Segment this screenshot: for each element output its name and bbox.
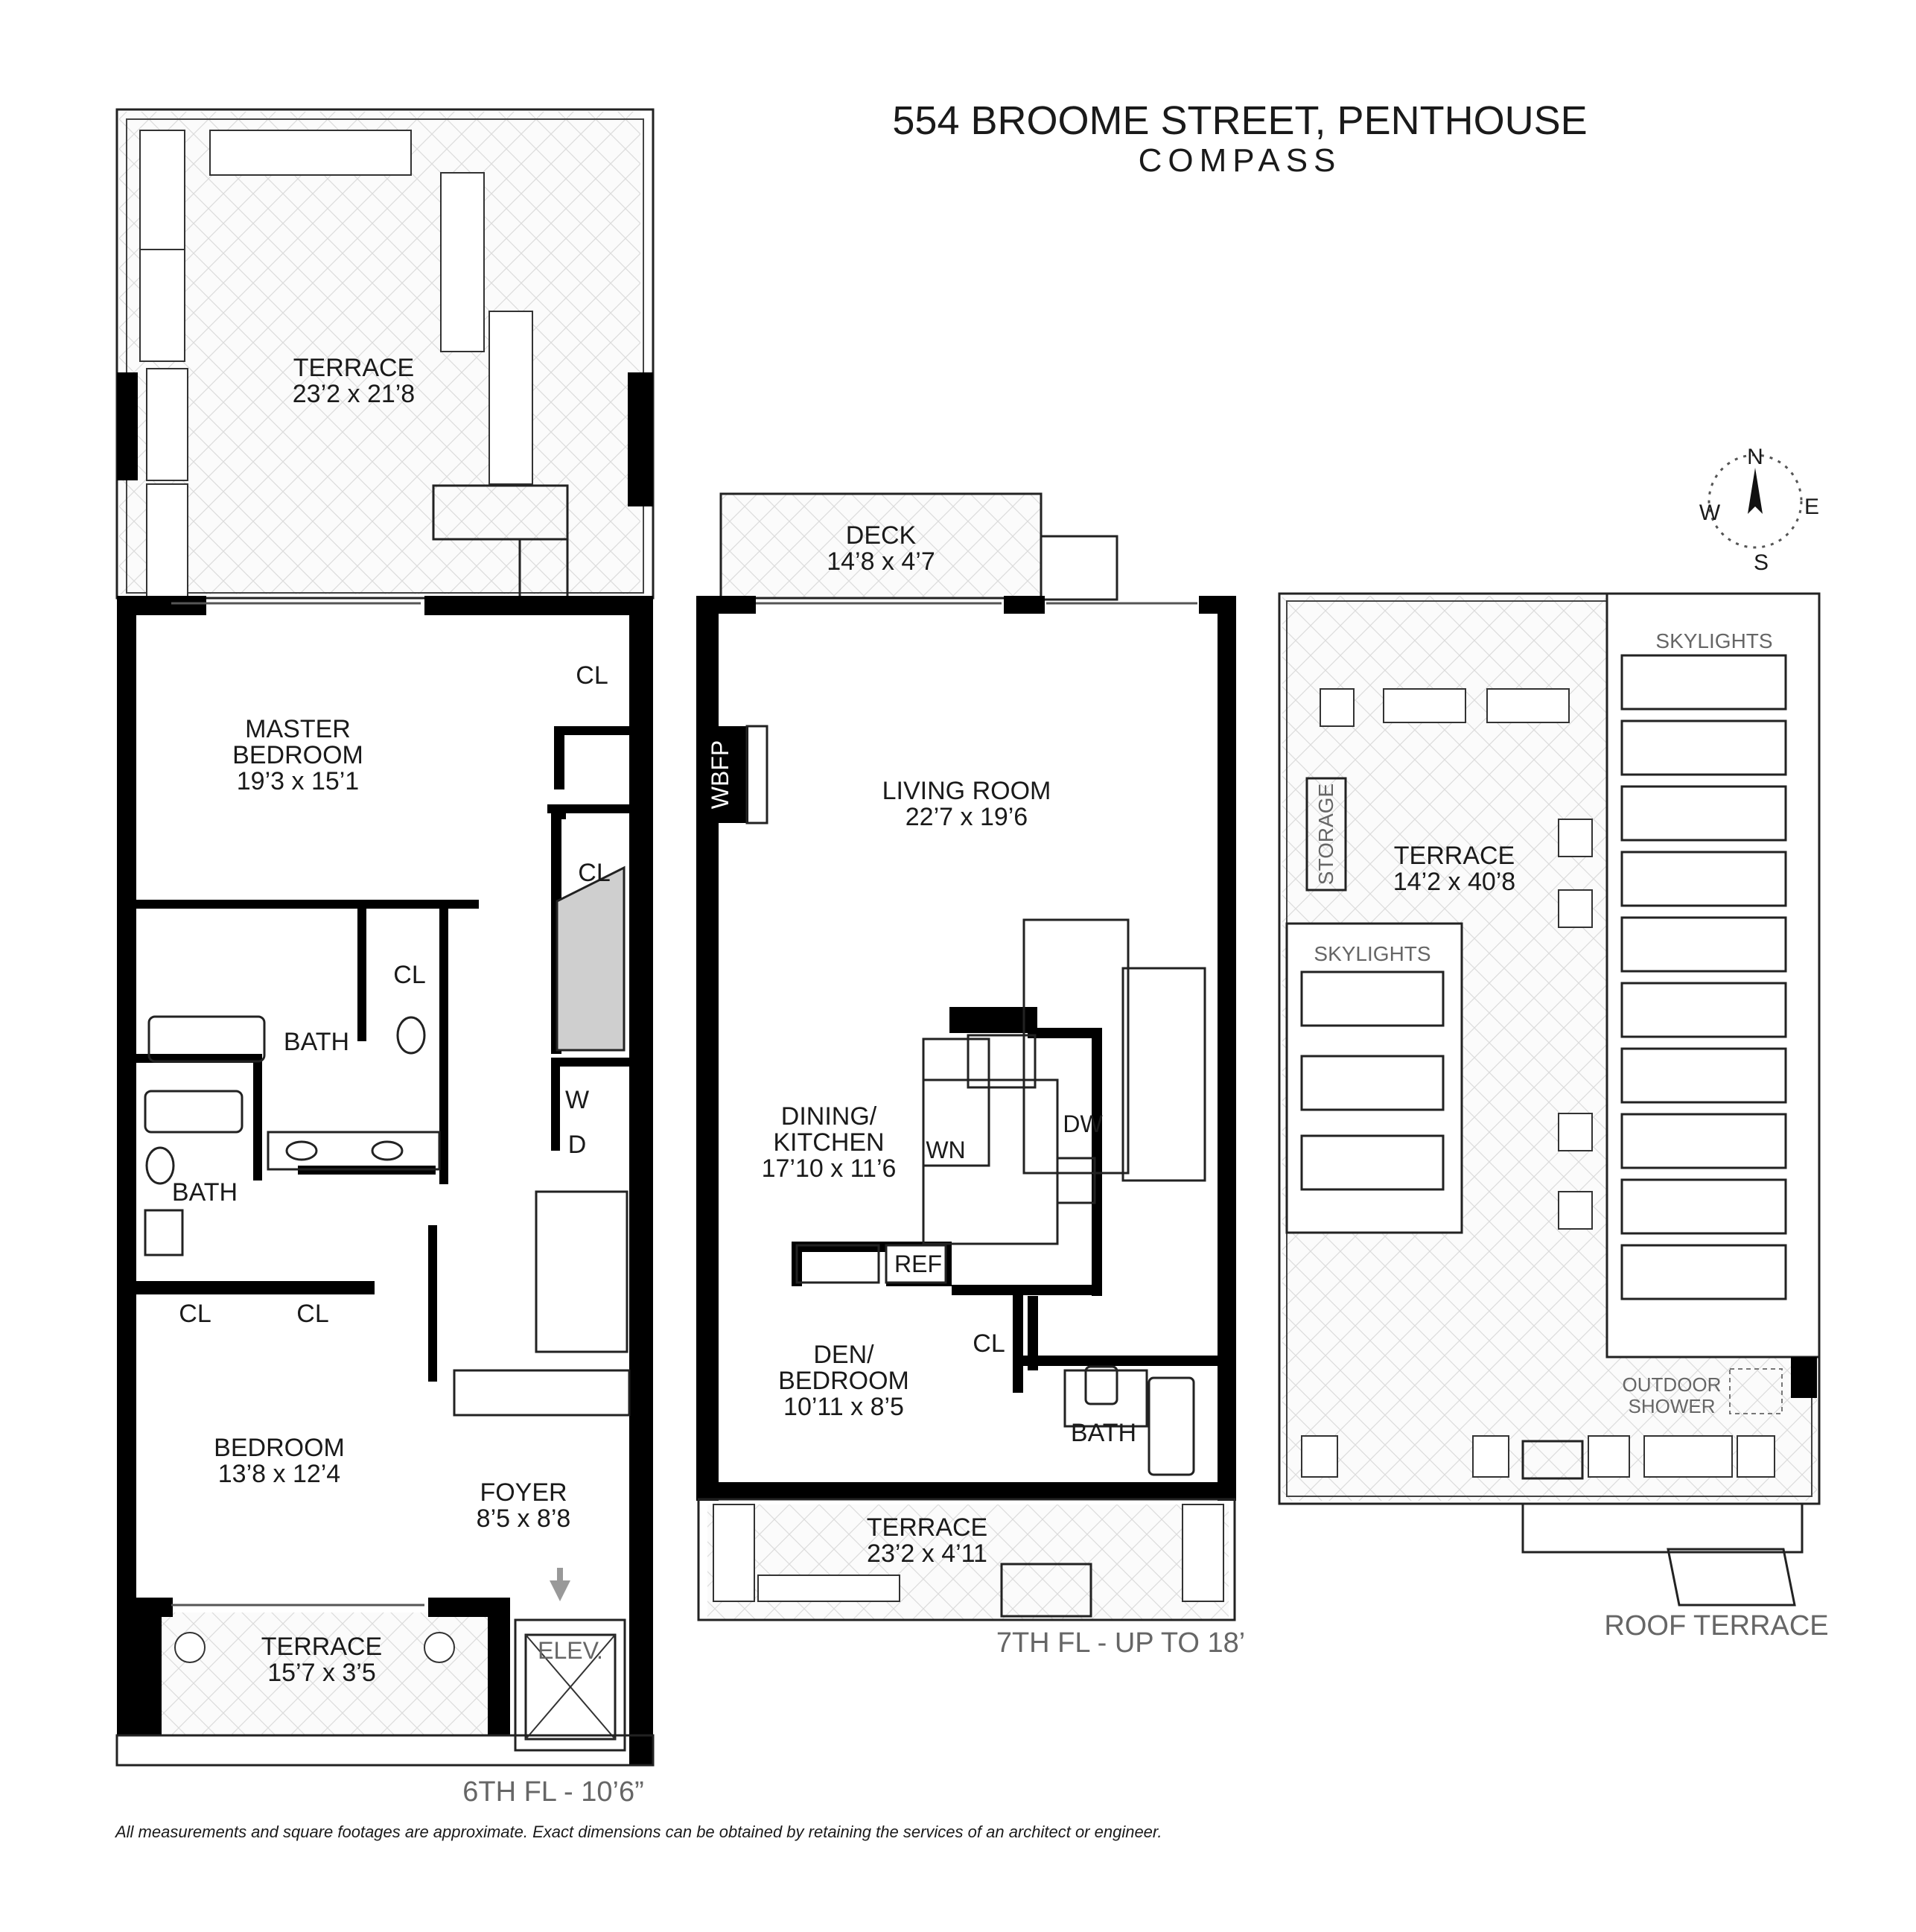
foyer-dims: 8’5 x 8’8 bbox=[477, 1504, 571, 1533]
compass-east-label: E bbox=[1804, 495, 1819, 519]
bath-label-1: BATH bbox=[284, 1028, 349, 1056]
master-bedroom-name-line2: BEDROOM bbox=[232, 741, 363, 769]
den-name-line1: DEN/ bbox=[813, 1341, 874, 1369]
skylights-right-label: SKYLIGHTS bbox=[1655, 629, 1772, 652]
living-room-name: LIVING ROOM bbox=[882, 777, 1051, 805]
roof-terrace-dims: 14’2 x 40’8 bbox=[1393, 868, 1515, 896]
wbfp-label: WBFP bbox=[707, 740, 733, 809]
wine-fridge-label: WN bbox=[926, 1137, 965, 1163]
address-title: 554 BROOME STREET, PENTHOUSE bbox=[892, 98, 1587, 143]
compass-west-label: W bbox=[1699, 501, 1721, 525]
skylight-panels-right bbox=[1620, 654, 1787, 1300]
terrace-bottom-dims: 15’7 x 3’5 bbox=[267, 1659, 376, 1687]
floor-7-bath-label: BATH bbox=[1071, 1419, 1136, 1447]
refrigerator-label: REF bbox=[894, 1251, 942, 1277]
elevator bbox=[514, 1568, 626, 1752]
brand-logo: COMPASS bbox=[1139, 142, 1342, 179]
terrace-bottom-name: TERRACE bbox=[261, 1633, 382, 1661]
roof-plan: SKYLIGHTS SKYLIGHTS STORAGE TERRACE 14’2… bbox=[1278, 592, 1829, 1642]
floor-7-stairs bbox=[1022, 918, 1206, 1182]
dining-kitchen-dims: 17’10 x 11’6 bbox=[762, 1154, 897, 1183]
floor-6-plan: TERRACE 23’2 x 21’8 MASTER BEDROOM 19’3 … bbox=[115, 108, 655, 1808]
deck-name: DECK bbox=[846, 521, 917, 550]
disclaimer-text: All measurements and square footages are… bbox=[114, 1823, 1162, 1841]
bath-label-2: BATH bbox=[172, 1178, 238, 1207]
closet-label-3: CL bbox=[393, 961, 425, 989]
master-bedroom-dims: 19’3 x 15’1 bbox=[237, 767, 359, 795]
floor-7-terrace-name: TERRACE bbox=[867, 1513, 987, 1542]
planter-boxes bbox=[139, 130, 533, 600]
closet-label-2: CL bbox=[578, 859, 610, 887]
dishwasher-label: DW bbox=[1063, 1110, 1103, 1137]
skylight-panels-left bbox=[1300, 970, 1445, 1191]
interior-stairs bbox=[453, 1190, 631, 1417]
floor-7-terrace-dims: 23’2 x 4’11 bbox=[867, 1539, 987, 1568]
dining-kitchen-name-line1: DINING/ bbox=[781, 1102, 877, 1131]
compass-south-label: S bbox=[1754, 550, 1769, 575]
closet-label-1: CL bbox=[576, 661, 608, 690]
terrace-top-dims: 23’2 x 21’8 bbox=[293, 380, 415, 408]
floor-7-caption: 7TH FL - UP TO 18’ bbox=[996, 1627, 1245, 1659]
compass-rose-icon: N S E W bbox=[1699, 445, 1819, 575]
storage-label: STORAGE bbox=[1314, 784, 1337, 885]
den-dims: 10’11 x 8’5 bbox=[783, 1393, 904, 1421]
terrace-top-name: TERRACE bbox=[293, 354, 414, 382]
den-closet-label: CL bbox=[973, 1329, 1005, 1358]
foyer-name: FOYER bbox=[480, 1478, 567, 1507]
closet-label-4: CL bbox=[179, 1300, 211, 1328]
closet-label-5: CL bbox=[296, 1300, 328, 1328]
roof-caption: ROOF TERRACE bbox=[1604, 1610, 1828, 1642]
washer-label: W bbox=[565, 1086, 589, 1114]
roof-stairs bbox=[1521, 1440, 1804, 1607]
master-bedroom-name-line1: MASTER bbox=[245, 715, 351, 743]
outdoor-shower-label-line1: OUTDOOR bbox=[1623, 1373, 1722, 1396]
dining-kitchen-name-line2: KITCHEN bbox=[773, 1128, 884, 1157]
floor-6-caption: 6TH FL - 10’6” bbox=[462, 1776, 644, 1808]
roof-terrace-name: TERRACE bbox=[1394, 842, 1515, 870]
elevator-label: ELEV. bbox=[538, 1637, 603, 1664]
den-name-line2: BEDROOM bbox=[778, 1367, 909, 1395]
bedroom-dims: 13’8 x 12’4 bbox=[218, 1460, 340, 1488]
dryer-label: D bbox=[568, 1131, 587, 1159]
deck-dims: 14’8 x 4’7 bbox=[827, 547, 935, 576]
floor-7-plan: DECK 14’8 x 4’7 WBFP LIVING ROOM 22’7 x … bbox=[696, 492, 1245, 1659]
bedroom-name: BEDROOM bbox=[214, 1434, 345, 1462]
living-room-dims: 22’7 x 19’6 bbox=[906, 803, 1028, 831]
outdoor-shower-label-line2: SHOWER bbox=[1629, 1395, 1716, 1417]
compass-north-label: N bbox=[1747, 445, 1763, 469]
skylights-left-label: SKYLIGHTS bbox=[1314, 942, 1430, 965]
